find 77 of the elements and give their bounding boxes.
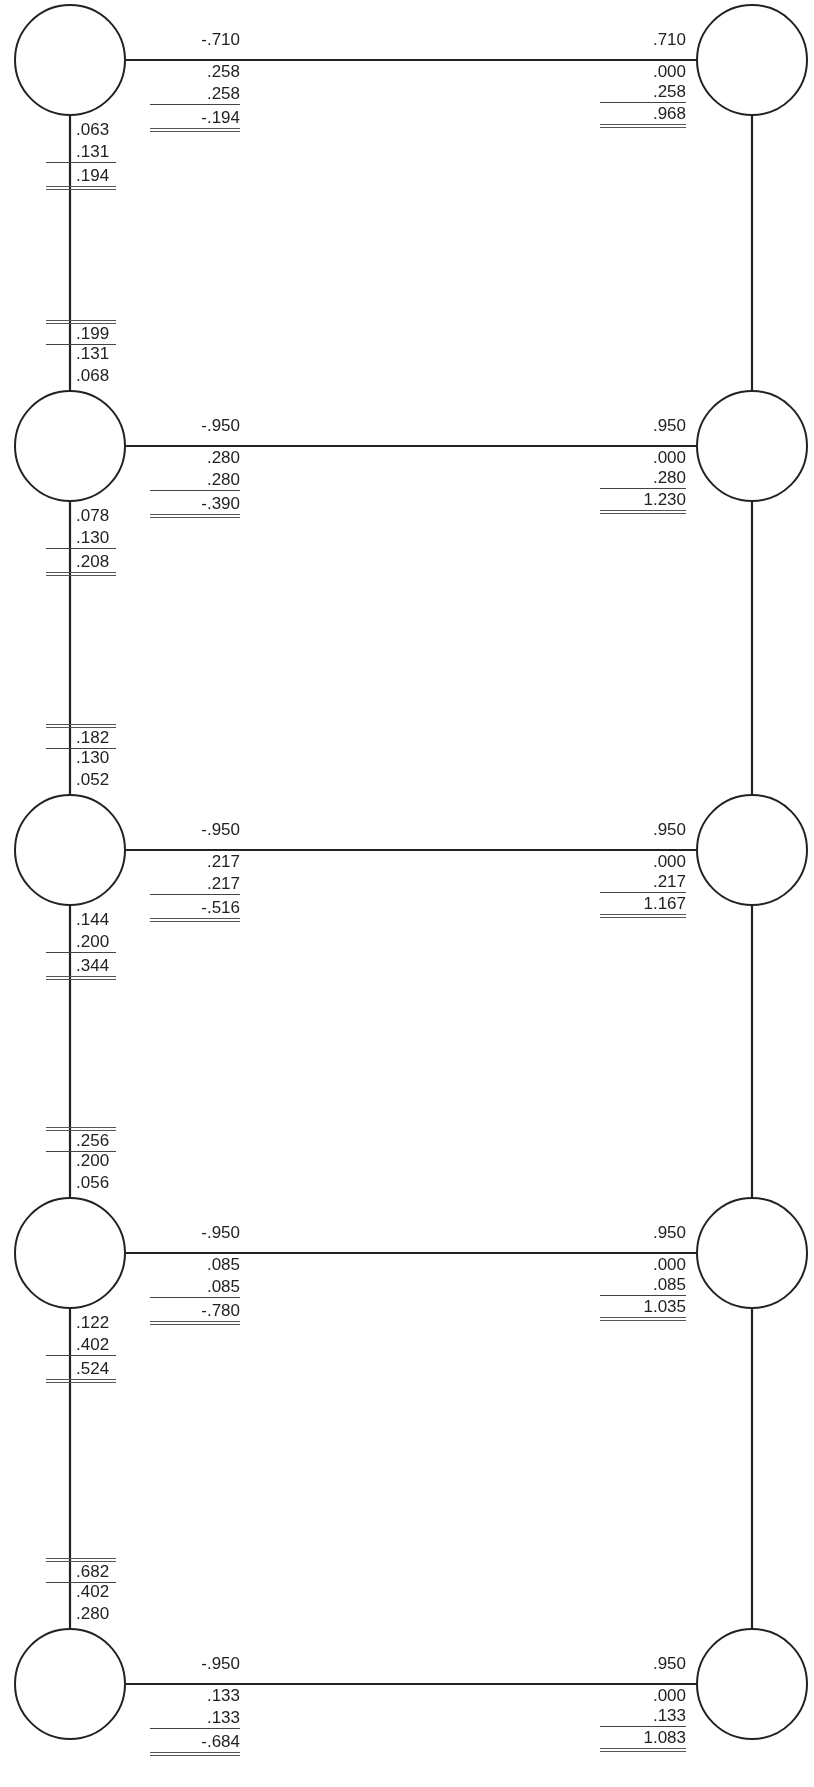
beam-line — [126, 1682, 696, 1686]
column-line — [750, 1309, 754, 1628]
moment-value: .217 — [600, 872, 686, 893]
moment-value: -.950 — [200, 1223, 240, 1243]
moment-value: .144 — [75, 910, 111, 930]
moment-value: .950 — [651, 820, 686, 840]
moment-value: .950 — [651, 416, 686, 436]
moment-value: .682 — [46, 1558, 116, 1583]
moment-value: .200 — [46, 932, 116, 953]
moment-value: 1.167 — [600, 894, 686, 918]
moment-value: .950 — [651, 1654, 686, 1674]
moment-value: -.684 — [150, 1732, 240, 1756]
moment-value: .208 — [46, 552, 116, 576]
moment-value: .402 — [75, 1582, 111, 1602]
moment-value: .133 — [150, 1708, 240, 1729]
moment-value: .402 — [46, 1335, 116, 1356]
moment-value: .056 — [75, 1173, 111, 1193]
column-line — [68, 906, 72, 1197]
moment-value: .182 — [46, 724, 116, 749]
moment-value: .258 — [205, 62, 240, 82]
column-line — [750, 906, 754, 1197]
moment-value: -.194 — [150, 108, 240, 132]
moment-value: .078 — [75, 506, 111, 526]
column-line — [68, 1309, 72, 1628]
column-line — [750, 502, 754, 794]
column-line — [68, 502, 72, 794]
moment-value: .131 — [46, 142, 116, 163]
moment-value: .280 — [600, 468, 686, 489]
moment-value: .000 — [651, 448, 686, 468]
moment-value: .217 — [150, 874, 240, 895]
moment-value: .256 — [46, 1127, 116, 1152]
beam-line — [126, 58, 696, 62]
moment-value: .280 — [75, 1604, 111, 1624]
column-line — [750, 116, 754, 390]
beam-line — [126, 848, 696, 852]
moment-value: .199 — [46, 320, 116, 345]
moment-value: 1.083 — [600, 1728, 686, 1752]
moment-value: .085 — [600, 1275, 686, 1296]
moment-value: 1.035 — [600, 1297, 686, 1321]
moment-value: .200 — [75, 1151, 111, 1171]
moment-value: -.950 — [200, 416, 240, 436]
moment-value: .000 — [651, 1686, 686, 1706]
moment-value: .085 — [150, 1277, 240, 1298]
moment-value: -.950 — [200, 820, 240, 840]
moment-value: .063 — [75, 120, 111, 140]
moment-value: .280 — [150, 470, 240, 491]
moment-value: .258 — [600, 82, 686, 103]
moment-value: -.780 — [150, 1301, 240, 1325]
beam-line — [126, 444, 696, 448]
moment-value: .130 — [75, 748, 111, 768]
moment-value: .000 — [651, 852, 686, 872]
moment-value: .344 — [46, 956, 116, 980]
moment-value: .133 — [600, 1706, 686, 1727]
moment-value: .258 — [150, 84, 240, 105]
beam-line — [126, 1251, 696, 1255]
moment-value: .000 — [651, 1255, 686, 1275]
moment-value: -.516 — [150, 898, 240, 922]
moment-value: -.390 — [150, 494, 240, 518]
moment-value: .217 — [205, 852, 240, 872]
moment-value: .524 — [46, 1359, 116, 1383]
moment-value: .280 — [205, 448, 240, 468]
moment-value: .133 — [205, 1686, 240, 1706]
moment-value: -.950 — [200, 1654, 240, 1674]
moment-value: .000 — [651, 62, 686, 82]
moment-value: .194 — [46, 166, 116, 190]
moment-value: 1.230 — [600, 490, 686, 514]
moment-value: .968 — [600, 104, 686, 128]
moment-value: .950 — [651, 1223, 686, 1243]
moment-value: .085 — [205, 1255, 240, 1275]
moment-value: .052 — [75, 770, 111, 790]
moment-value: .068 — [75, 366, 111, 386]
moment-value: .130 — [46, 528, 116, 549]
column-line — [68, 116, 72, 390]
moment-value: -.710 — [200, 30, 240, 50]
moment-value: .131 — [75, 344, 111, 364]
moment-value: .710 — [651, 30, 686, 50]
moment-value: .122 — [75, 1313, 111, 1333]
